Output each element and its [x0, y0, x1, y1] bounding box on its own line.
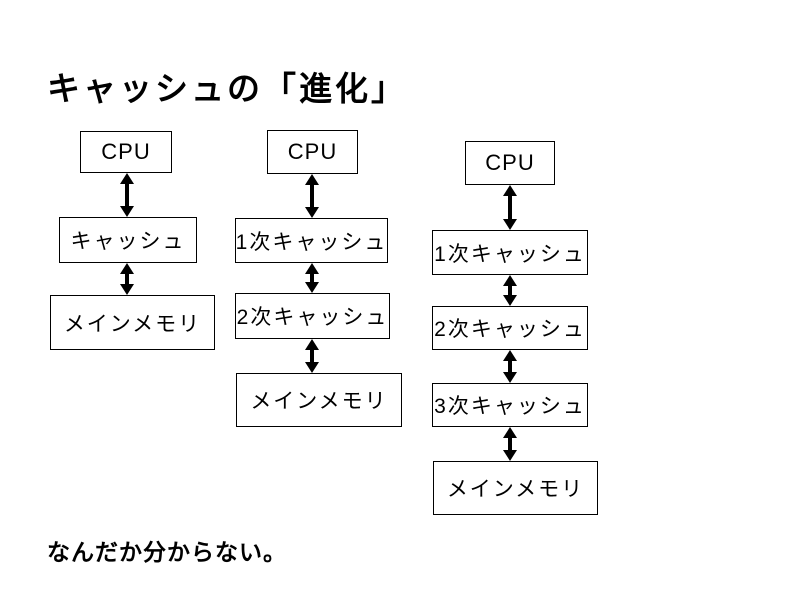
arrow-up-icon [305, 339, 319, 350]
arrow-up-icon [503, 185, 517, 196]
double-arrow-l3-memory-stage3 [503, 427, 517, 461]
box-l2-cache-stage3: 2次キャッシュ [432, 306, 588, 350]
double-arrow-l1-l2-stage3 [503, 275, 517, 306]
double-arrow-cache-memory-stage1 [120, 263, 134, 295]
double-arrow-l2-memory-stage2 [305, 339, 319, 373]
box-main-memory-stage1: メインメモリ [50, 295, 215, 350]
double-arrow-l1-l2-stage2 [305, 263, 319, 293]
box-main-memory-stage2: メインメモリ [236, 373, 402, 427]
double-arrow-cpu-l1-stage2 [305, 174, 319, 218]
double-arrow-cpu-cache-stage1 [120, 173, 134, 217]
box-main-memory-stage3: メインメモリ [433, 461, 598, 515]
arrow-up-icon [503, 427, 517, 438]
arrow-down-icon [503, 295, 517, 306]
slide-title: キャッシュの「進化」 [47, 70, 407, 107]
arrow-down-icon [305, 207, 319, 218]
box-cpu-stage1: CPU [80, 131, 172, 173]
box-cpu-stage3: CPU [465, 141, 555, 185]
box-cpu-stage2: CPU [267, 130, 358, 174]
arrow-down-icon [503, 450, 517, 461]
arrow-up-icon [503, 350, 517, 361]
box-cache-stage1: キャッシュ [59, 217, 197, 263]
box-l3-cache-stage3: 3次キャッシュ [432, 383, 588, 427]
arrow-up-icon [305, 174, 319, 185]
footer-comment: なんだか分からない。 [47, 539, 287, 565]
double-arrow-cpu-l1-stage3 [503, 185, 517, 230]
box-l1-cache-stage2: 1次キャッシュ [235, 218, 388, 263]
arrow-down-icon [503, 219, 517, 230]
arrow-up-icon [120, 173, 134, 184]
arrow-down-icon [120, 206, 134, 217]
double-arrow-l2-l3-stage3 [503, 350, 517, 383]
arrow-down-icon [120, 284, 134, 295]
box-l1-cache-stage3: 1次キャッシュ [432, 230, 588, 275]
arrow-up-icon [503, 275, 517, 286]
arrow-down-icon [305, 362, 319, 373]
arrow-up-icon [120, 263, 134, 274]
arrow-down-icon [305, 282, 319, 293]
arrow-down-icon [503, 372, 517, 383]
box-l2-cache-stage2: 2次キャッシュ [235, 293, 390, 339]
arrow-up-icon [305, 263, 319, 274]
